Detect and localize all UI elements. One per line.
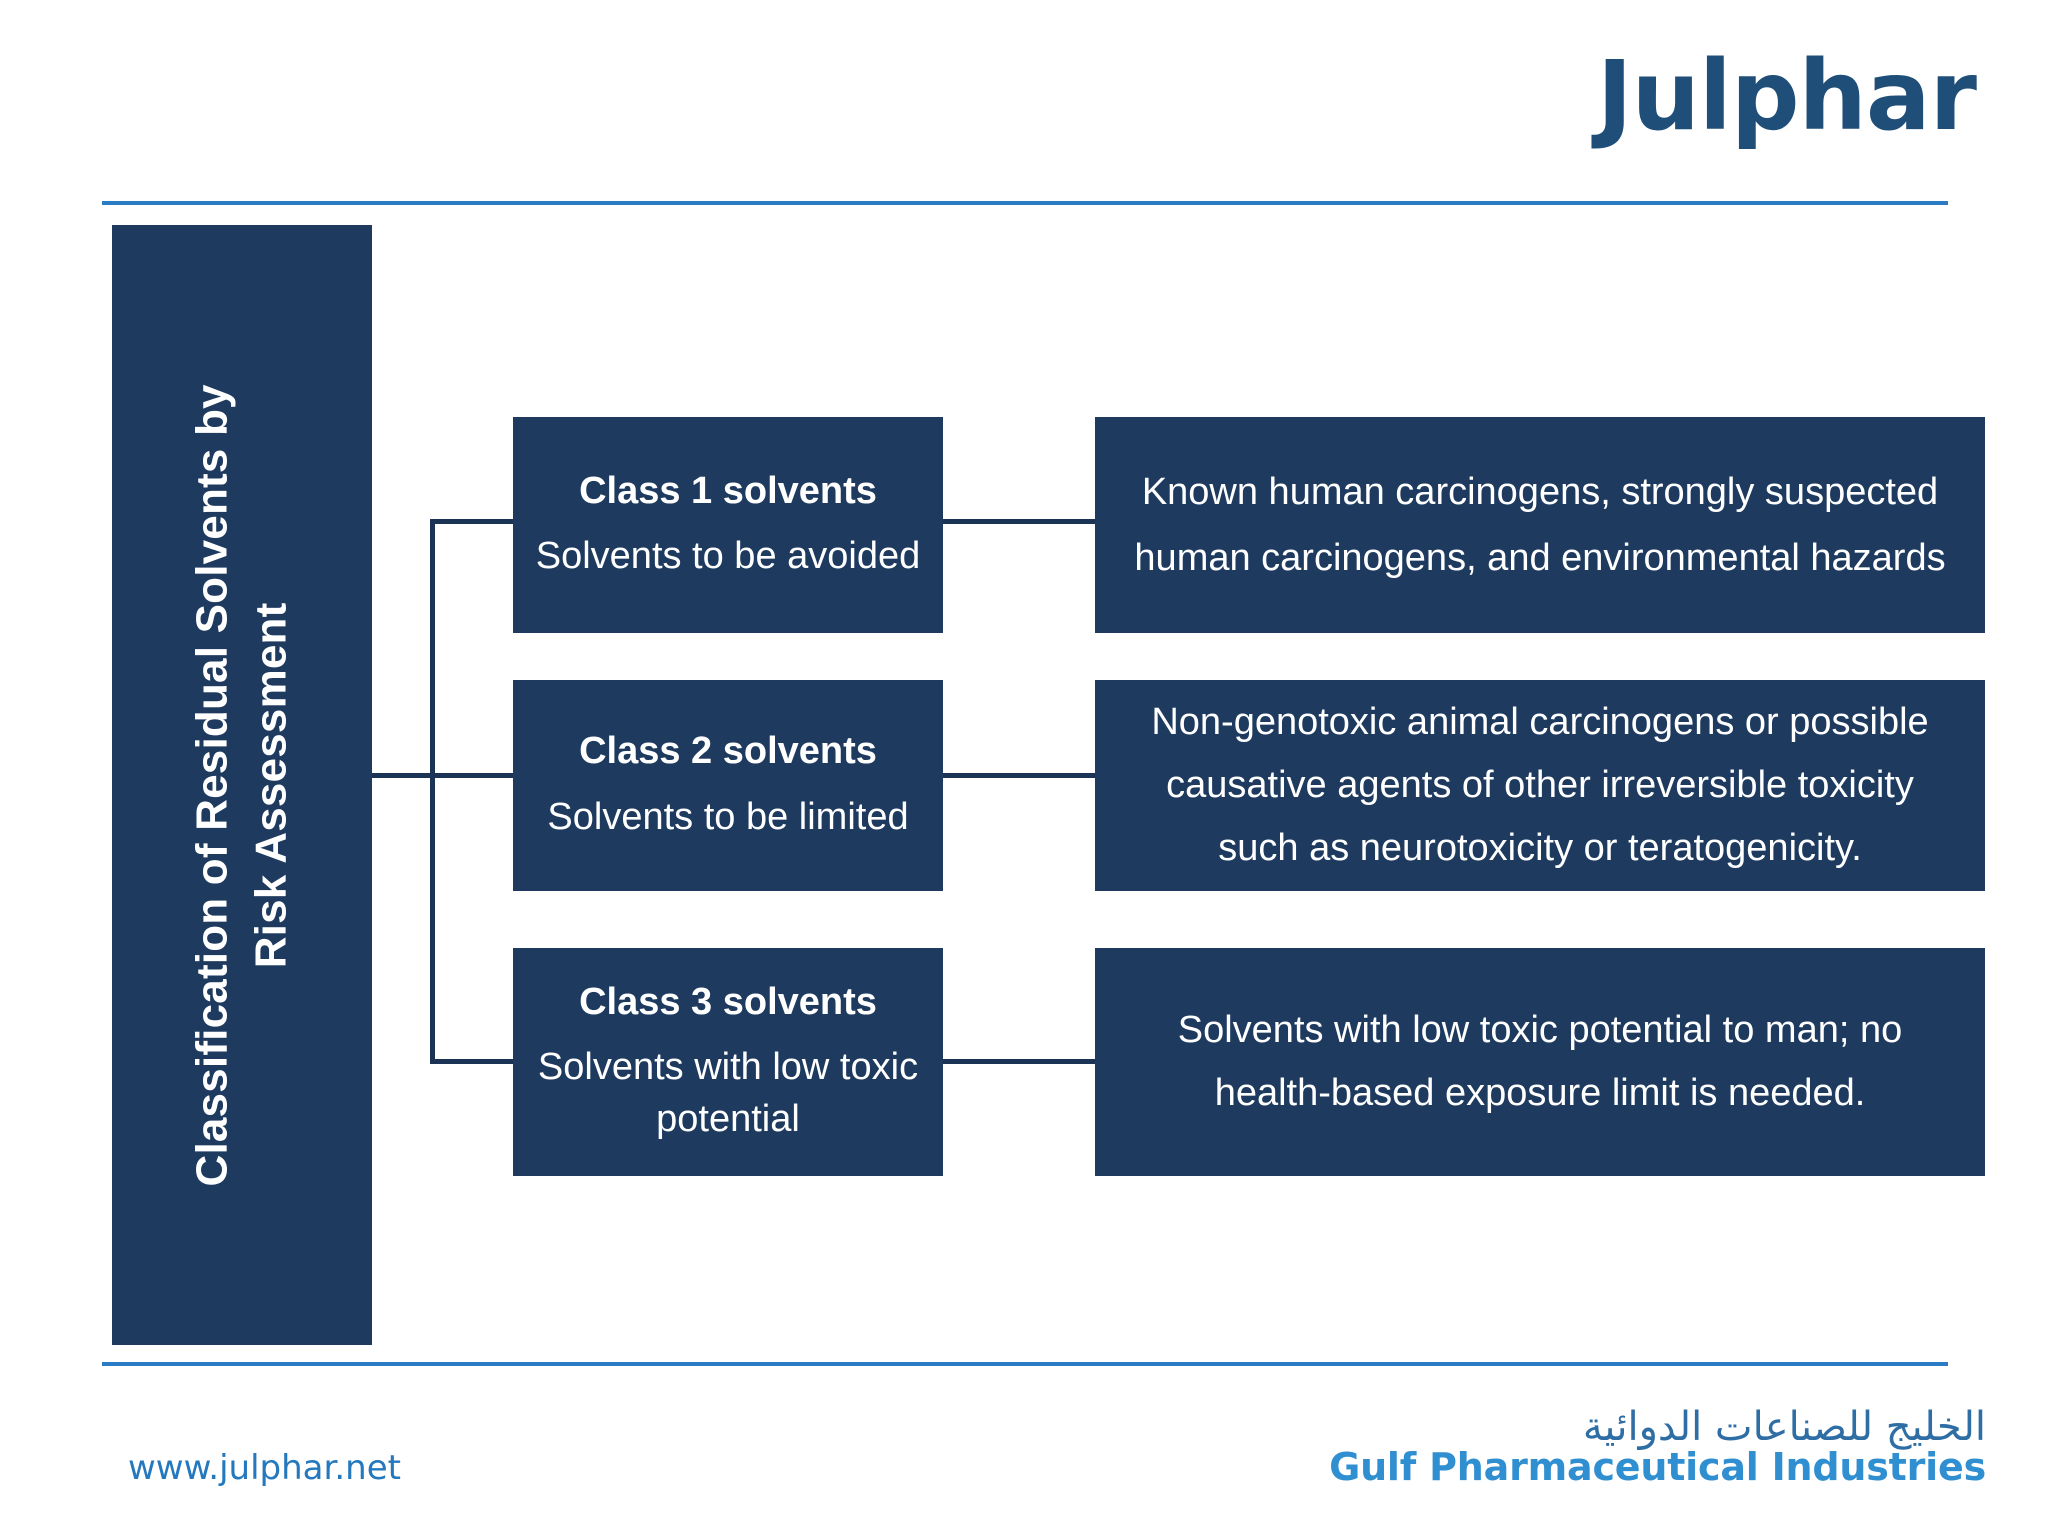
page-title: Classification of Residual Solvents by R… bbox=[183, 384, 302, 1186]
description-box-2-text: Non-genotoxic animal carcinogens or poss… bbox=[1151, 701, 1929, 869]
description-box-1: Known human carcinogens, strongly suspec… bbox=[1095, 417, 1985, 633]
connector-link-class-3-description bbox=[942, 1059, 1097, 1064]
description-box-1-text: Known human carcinogens, strongly suspec… bbox=[1134, 470, 1946, 580]
connector-vertical-spine bbox=[430, 519, 435, 1064]
class-box-3: Class 3 solvents Solvents with low toxic… bbox=[513, 948, 943, 1176]
header-divider-rule bbox=[102, 201, 1948, 205]
connector-root-stub bbox=[372, 773, 434, 778]
connector-link-class-2-description bbox=[942, 773, 1097, 778]
connector-link-class-1-description bbox=[942, 519, 1097, 524]
vertical-title-bar: Classification of Residual Solvents by R… bbox=[112, 225, 372, 1345]
class-box-3-subtitle: Solvents with low toxic potential bbox=[537, 1046, 919, 1140]
class-box-1-title: Class 1 solvents bbox=[579, 469, 877, 512]
class-box-3-title: Class 3 solvents bbox=[579, 980, 877, 1023]
gulf-pharmaceutical-logo-arabic: الخليج للصناعات الدوائية bbox=[1582, 1404, 1986, 1450]
gulf-pharmaceutical-logo: الخليج للصناعات الدوائية Gulf Pharmaceut… bbox=[1329, 1406, 1986, 1488]
julphar-logo: Julphar bbox=[1596, 40, 1977, 152]
description-box-3-text: Solvents with low toxic potential to man… bbox=[1177, 1009, 1903, 1114]
class-box-2: Class 2 solvents Solvents to be limited bbox=[513, 680, 943, 891]
page-title-line-2: Risk Assessment bbox=[247, 602, 296, 968]
connector-branch-class-1 bbox=[430, 519, 515, 524]
connector-branch-class-3 bbox=[430, 1059, 515, 1064]
description-box-2: Non-genotoxic animal carcinogens or poss… bbox=[1095, 680, 1985, 891]
page-title-line-1: Classification of Residual Solvents by bbox=[187, 383, 237, 1187]
footer-divider-rule bbox=[102, 1362, 1948, 1366]
connector-branch-class-2 bbox=[430, 773, 515, 778]
website-link[interactable]: www.julphar.net bbox=[128, 1448, 401, 1488]
class-box-1: Class 1 solvents Solvents to be avoided bbox=[513, 417, 943, 633]
description-box-3: Solvents with low toxic potential to man… bbox=[1095, 948, 1985, 1176]
class-box-2-title: Class 2 solvents bbox=[579, 730, 877, 773]
class-box-1-subtitle: Solvents to be avoided bbox=[535, 535, 921, 578]
class-box-2-subtitle: Solvents to be limited bbox=[547, 795, 909, 838]
gulf-pharmaceutical-logo-english: Gulf Pharmaceutical Industries bbox=[1329, 1445, 1986, 1489]
